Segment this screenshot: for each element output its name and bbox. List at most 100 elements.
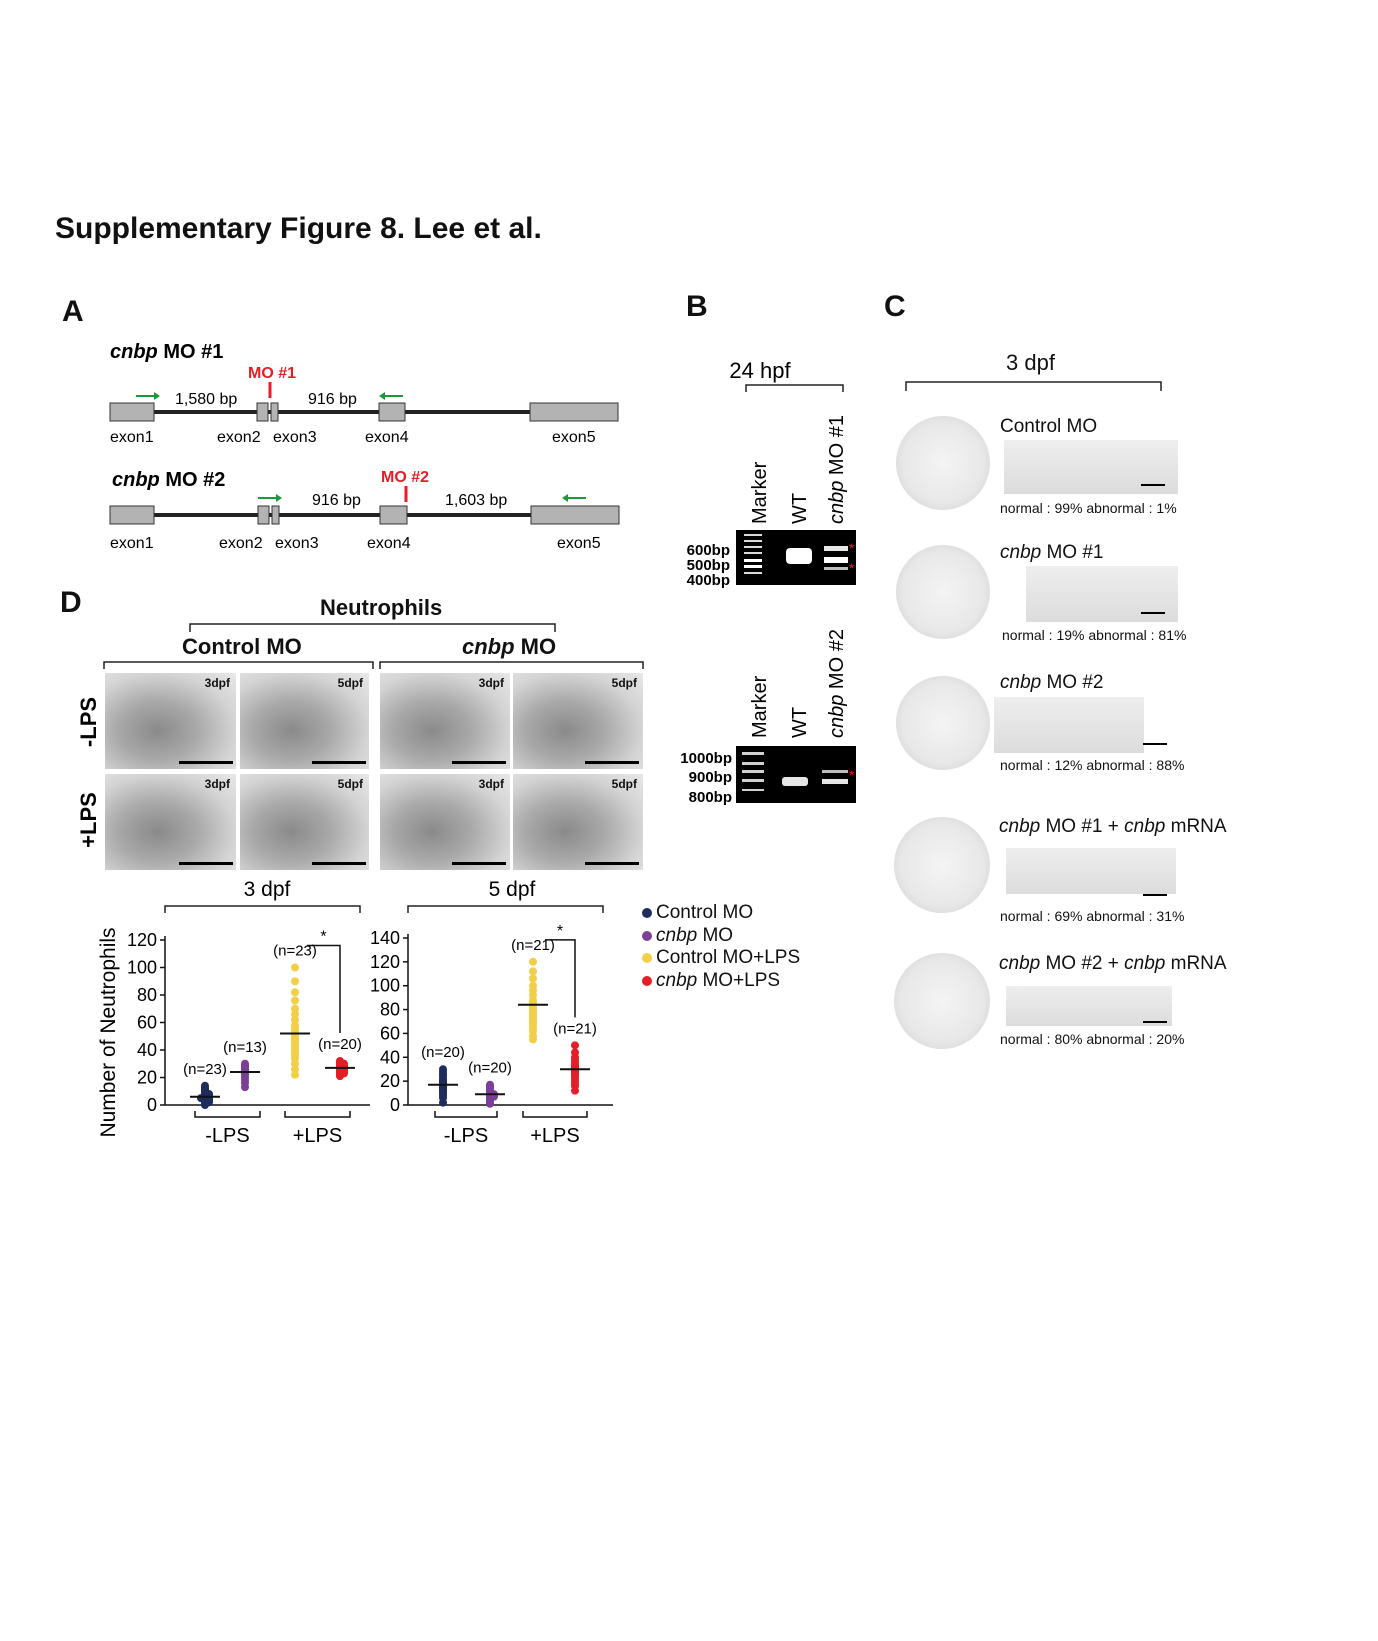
mo2-exon4-box [379, 505, 408, 525]
mo2-exon1-box [109, 505, 155, 525]
y-tick-label: 20 [380, 1071, 400, 1091]
significance-bracket [545, 939, 576, 1018]
dish-image-mo1 [896, 545, 990, 639]
panel-label-b: B [686, 290, 708, 323]
tile-cnbp-plus-3dpf: 3dpf [380, 774, 510, 870]
gel2-size-1000: 1000bp [680, 750, 732, 767]
legend-swatch [642, 930, 652, 941]
y-tick-label: 80 [380, 1000, 400, 1020]
mo2-exon4-label: exon4 [367, 535, 411, 552]
gel2-star: * [849, 767, 855, 783]
mo1-exon3-box [270, 402, 279, 422]
chart-legend: Control MO cnbp MO Control MO+LPS cnbp M… [642, 902, 800, 992]
data-point [291, 1059, 299, 1068]
data-point [291, 963, 299, 972]
scale-bar [1141, 484, 1165, 486]
mo1-distance-1: 1,580 bp [175, 391, 237, 408]
panel-label-d: D [60, 586, 82, 619]
legend-swatch [642, 908, 652, 918]
morphology-timepoint: 3 dpf [1006, 350, 1055, 375]
phenotype-stats-mo1-rescue: normal : 69% abnormal : 31% [1000, 908, 1185, 924]
mo1-distance-2: 916 bp [308, 391, 357, 408]
phenotype-stats-mo2-rescue: normal : 80% abnormal : 20% [1000, 1031, 1185, 1047]
neutrophils-brackets [103, 623, 644, 669]
gel2-lane-marker: Marker [749, 675, 771, 738]
gel1-lane-wt: WT [789, 493, 811, 524]
gel2-lane-wt: WT [789, 707, 811, 738]
y-tick-label: 40 [380, 1047, 400, 1067]
mo2-distance-2: 1,603 bp [445, 492, 507, 509]
legend-item-cnbp-lps: cnbp MO+LPS [642, 970, 800, 993]
tile-control-plus-5dpf: 5dpf [240, 774, 369, 870]
data-point [291, 1021, 299, 1030]
y-tick-label: 0 [390, 1095, 400, 1115]
morphology-bracket [905, 381, 1162, 391]
data-point [291, 1015, 299, 1024]
group-bracket [434, 1111, 498, 1118]
data-point [291, 1004, 299, 1013]
data-point [291, 1070, 299, 1079]
significance-star: * [557, 923, 563, 940]
y-tick-label: 40 [137, 1040, 157, 1060]
mo2-reverse-primer-icon [562, 494, 586, 502]
mo1-forward-primer-icon [136, 392, 160, 400]
legend-item-control-lps: Control MO+LPS [642, 947, 800, 970]
group-label: +LPS [293, 1125, 342, 1147]
condition-label-mo2: cnbp MO #2 [1000, 672, 1104, 693]
mo2-title: cnbp MO #2 [112, 469, 225, 491]
n-label: (n=23) [183, 1061, 227, 1078]
legend-swatch [642, 953, 652, 963]
panel-label-a: A [62, 295, 84, 328]
gel-timepoint-bracket [745, 384, 844, 392]
mo1-exon1-box [109, 402, 155, 422]
gel1-lane-marker: Marker [749, 461, 771, 524]
legend-item-control: Control MO [642, 902, 800, 925]
group-bracket [284, 1111, 351, 1118]
gel2-bands [742, 752, 848, 791]
phenotype-stats-mo1: normal : 19% abnormal : 81% [1002, 627, 1187, 643]
n-label: (n=20) [318, 1036, 362, 1053]
y-tick-label: 80 [137, 985, 157, 1005]
data-point [291, 977, 299, 986]
group-bracket [194, 1111, 261, 1118]
group-label-cnbp: cnbp MO [462, 634, 557, 659]
significance-star: * [320, 929, 326, 946]
row-labels: -LPS +LPS [76, 697, 101, 848]
gel2-size-800: 800bp [689, 789, 732, 806]
condition-label-mo1: cnbp MO #1 [1000, 542, 1104, 563]
mo1-exon5-label: exon5 [552, 429, 596, 446]
legend-swatch [642, 975, 652, 986]
gel1-bands [744, 534, 848, 574]
chart-title: 3 dpf [244, 878, 291, 901]
neutrophils-header: Neutrophils [320, 595, 443, 620]
dish-image-mo2-rescue [894, 953, 990, 1049]
data-point [486, 1080, 494, 1089]
scale-bar [1143, 743, 1167, 745]
mo1-reverse-primer-icon [379, 392, 403, 400]
mo2-exon2-box [257, 505, 270, 525]
tile-cnbp-plus-5dpf: 5dpf [513, 774, 643, 870]
n-label: (n=21) [553, 1020, 597, 1037]
data-point [529, 957, 537, 966]
y-tick-label: 20 [137, 1068, 157, 1088]
y-tick-label: 140 [370, 928, 400, 948]
y-tick-label: 100 [127, 958, 157, 978]
gel1-star-1: * [849, 540, 855, 556]
chart-title-bracket [164, 905, 361, 913]
data-point [571, 1041, 579, 1050]
mo2-site-label: MO #2 [381, 469, 429, 486]
mo2-exon3-box [271, 505, 280, 525]
mo1-exon5-box [529, 402, 619, 422]
larva-image-mo2-rescue [1006, 986, 1172, 1026]
gel2-image [736, 746, 856, 803]
y-tick-label: 60 [380, 1023, 400, 1043]
gel-panel: 24 hpf Marker WT cnbp MO #1 * * 600bp 50… [680, 358, 856, 806]
y-tick-label: 60 [137, 1013, 157, 1033]
data-point [529, 974, 537, 983]
mo2-exon5-label: exon5 [557, 535, 601, 552]
larva-image-mo1-rescue [1006, 848, 1176, 894]
panel-label-c: C [884, 290, 906, 323]
mo1-title: cnbp MO #1 [110, 341, 223, 363]
condition-label-control: Control MO [1000, 416, 1098, 437]
